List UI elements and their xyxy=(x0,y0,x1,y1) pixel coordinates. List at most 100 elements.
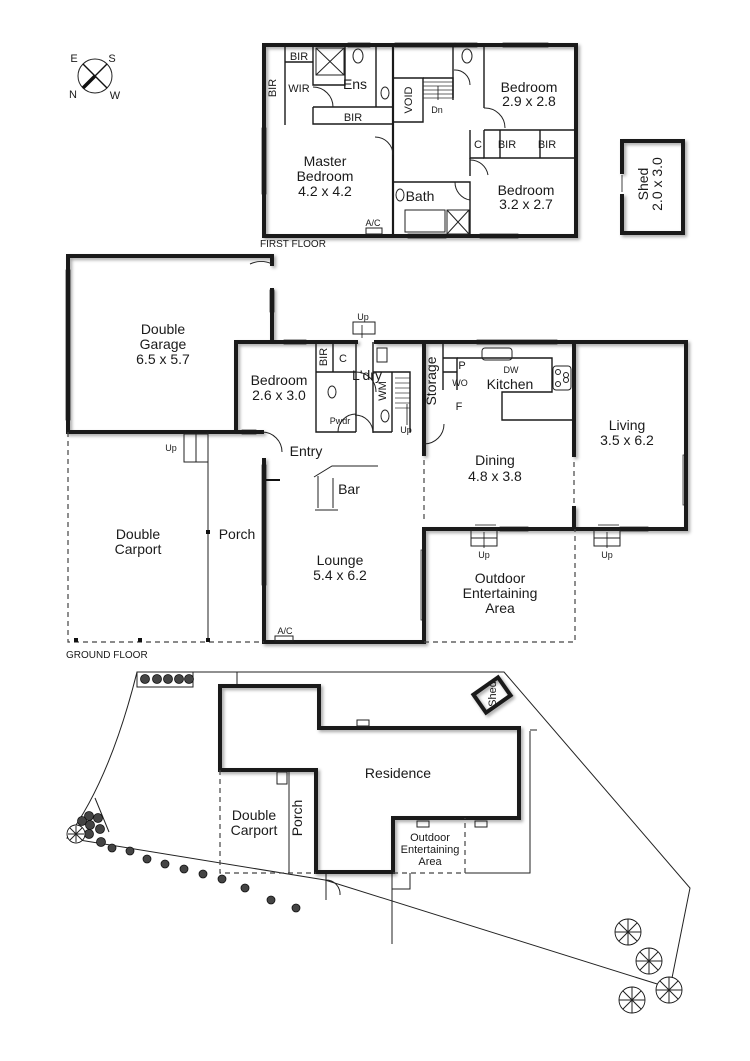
room-label-living: Living xyxy=(609,417,646,433)
living-step-up-label: Up xyxy=(601,550,613,560)
stair-wall xyxy=(392,371,411,432)
appliance xyxy=(376,347,388,363)
room-label-powder: Pwdr xyxy=(330,416,351,426)
room-label-ensuite: Ens xyxy=(343,76,367,92)
shed-label: Shed xyxy=(635,168,651,201)
room-label-carport-1: Double xyxy=(116,526,161,542)
bath-wall xyxy=(393,158,471,236)
site-plan: Shed Residence Double Carport Porch Outd… xyxy=(66,671,691,1014)
door-swing xyxy=(354,414,374,434)
room-label-master-1: Master xyxy=(304,153,347,169)
compass-south: S xyxy=(108,53,115,65)
room-label-outdoor-3: Area xyxy=(485,600,515,616)
shower xyxy=(315,47,345,76)
shower-drain xyxy=(315,47,345,76)
toilet-icon xyxy=(461,48,473,64)
room-label-kitchen: Kitchen xyxy=(487,376,534,392)
shower xyxy=(446,209,470,235)
site-boundary xyxy=(66,671,691,989)
room-label-porch: Porch xyxy=(219,526,256,542)
ac-label-gf: A/C xyxy=(277,626,293,636)
room-label-entry: Entry xyxy=(290,443,323,459)
steps-carport xyxy=(183,433,209,463)
door-swing xyxy=(374,136,394,156)
bar-counter xyxy=(313,465,378,511)
room-label-bir-3: BIR xyxy=(498,139,516,151)
basin-icon xyxy=(395,188,405,202)
stairs-down-label: Dn xyxy=(431,105,443,115)
room-size-bedroom-gf: 2.6 x 3.0 xyxy=(252,387,306,403)
compass-north: N xyxy=(69,89,77,101)
ac-unit xyxy=(274,635,294,642)
house-outer-wall xyxy=(234,340,688,644)
stairs-up-label: Up xyxy=(400,425,412,435)
site-carport-label-2: Carport xyxy=(231,822,278,838)
garage-wall xyxy=(66,254,274,434)
carport-outline xyxy=(67,432,264,643)
room-label-laundry: L'dry xyxy=(352,367,382,383)
room-label-void: VOID xyxy=(403,87,415,114)
room-size-garage: 6.5 x 5.7 xyxy=(136,351,190,367)
door-swing xyxy=(312,86,334,108)
wall xyxy=(284,45,346,125)
site-residence-label: Residence xyxy=(365,765,431,781)
basin-icon xyxy=(380,409,390,423)
first-floor-caption: FIRST FLOOR xyxy=(260,239,326,250)
room-label-cupboard-gf: C xyxy=(339,353,347,365)
shower-drain xyxy=(446,209,470,235)
steps-dining xyxy=(470,524,498,548)
ground-floor-caption: GROUND FLOOR xyxy=(66,650,148,661)
room-size-bedroom-2: 2.9 x 2.8 xyxy=(502,93,556,109)
door-swing xyxy=(469,159,489,176)
carport-step-up-label: Up xyxy=(165,443,177,453)
wall xyxy=(452,45,485,108)
room-size-lounge: 5.4 x 6.2 xyxy=(313,567,367,583)
ac-unit xyxy=(365,227,383,235)
room-label-bir: BIR xyxy=(290,51,308,63)
toilet-icon xyxy=(352,48,364,64)
dining-step-up-label: Up xyxy=(478,550,490,560)
door-swing xyxy=(454,181,471,201)
room-label-lounge: Lounge xyxy=(317,552,364,568)
room-label-outdoor-1: Outdoor xyxy=(475,570,526,586)
room-label-bath: Bath xyxy=(406,188,435,204)
first-floor-plan: BIR BIR WIR Ens BIR VOID Dn Bedroom 2.9 … xyxy=(260,42,578,250)
room-label-outdoor-2: Entertaining xyxy=(463,585,538,601)
door-swing xyxy=(355,371,377,393)
post xyxy=(74,638,78,642)
ac-label: A/C xyxy=(365,218,381,228)
room-label-garage-2: Garage xyxy=(140,336,187,352)
path xyxy=(391,873,411,944)
room-label-pantry: P xyxy=(458,360,465,372)
gate xyxy=(325,873,341,900)
toilet-icon xyxy=(327,385,337,399)
site-shed xyxy=(470,674,514,716)
site-shed-label: Shed xyxy=(487,681,499,707)
door-swing xyxy=(483,107,506,129)
door-swing xyxy=(337,413,357,433)
site-carport-label-1: Double xyxy=(232,807,277,823)
shed-wall xyxy=(620,139,685,235)
first-floor-outer-wall xyxy=(262,43,578,238)
room-label-carport-2: Carport xyxy=(115,541,162,557)
residence-outline xyxy=(218,684,521,874)
door-swing xyxy=(261,431,283,453)
room-label-garage-1: Double xyxy=(141,321,186,337)
room-label-wall-oven: WO xyxy=(452,378,468,388)
boundary-line xyxy=(94,797,110,833)
door-swing xyxy=(453,69,471,86)
ground-floor-plan: Double Garage 6.5 x 5.7 Bedroom 2.6 x 3.… xyxy=(65,254,688,661)
laundry-step-up-label: Up xyxy=(357,312,369,322)
outdoor-area-outline xyxy=(424,529,576,643)
room-label-bedroom-3: Bedroom xyxy=(498,182,555,198)
compass-ring xyxy=(77,58,113,94)
post xyxy=(206,638,210,642)
void-wall xyxy=(393,77,424,123)
shrubs xyxy=(140,674,194,684)
room-label-bir-4: BIR xyxy=(538,139,556,151)
door-swing xyxy=(249,261,273,265)
room-label-fridge: F xyxy=(456,401,463,413)
room-label-wm: WM xyxy=(377,381,389,401)
room-size-master: 4.2 x 4.2 xyxy=(298,183,352,199)
door-swing xyxy=(423,423,445,445)
